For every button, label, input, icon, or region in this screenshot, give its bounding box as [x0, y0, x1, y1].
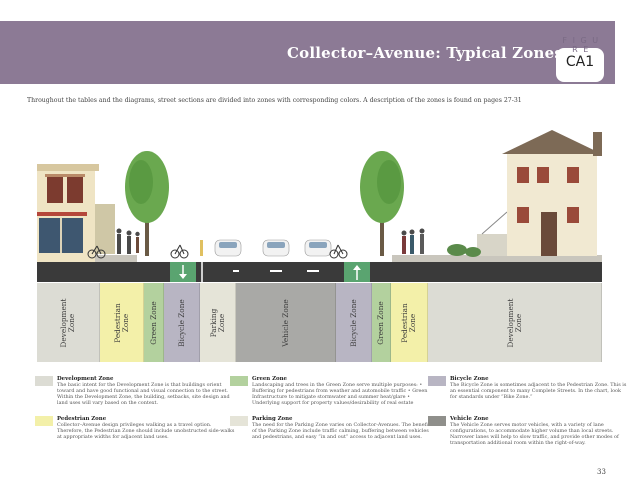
zone-bicycle-right: Bicycle Zone	[336, 283, 372, 362]
legend-title: Vehicle Zone	[450, 416, 489, 422]
legend-swatch	[230, 416, 248, 426]
street-section-illustration	[37, 130, 602, 282]
legend-swatch	[428, 376, 446, 386]
legend-swatch	[35, 376, 53, 386]
figure-code: CA1	[565, 54, 595, 70]
legend-title: Green Zone	[252, 376, 287, 382]
legend-swatch	[230, 376, 248, 386]
zone-label-line: Zone	[408, 313, 417, 332]
tree-right-icon	[360, 151, 404, 256]
zone-label-line: Green Zone	[148, 300, 158, 345]
zone-green-left: Green Zone	[144, 283, 164, 362]
ground-strip	[37, 262, 602, 282]
legend-title: Pedestrian Zone	[57, 416, 107, 422]
legend-text: The Bicycle Zone is sometimes adjacent t…	[450, 382, 627, 401]
bicycle-right-icon	[329, 244, 348, 259]
pedestrians-left-icon	[116, 228, 140, 254]
lane-markings-icon	[170, 262, 370, 282]
figure-label: F I G U R E	[562, 36, 600, 54]
legend-text: The basic intent for the Development Zon…	[57, 382, 230, 407]
header-band	[0, 21, 615, 84]
zone-label-line: Bicycle Zone	[176, 298, 186, 347]
bollard-left-icon	[200, 240, 203, 256]
cars-icon	[214, 239, 332, 257]
legend-title: Development Zone	[57, 376, 114, 382]
zone-label-line: Zone	[216, 313, 226, 332]
building-left-back-icon	[95, 204, 115, 254]
legend-title: Bicycle Zone	[450, 376, 489, 382]
legend-text: Collector–Avenue design privileges walki…	[57, 422, 235, 441]
page-number: 33	[597, 468, 606, 476]
legend-swatch	[428, 416, 446, 426]
zone-label-line: Vehicle Zone	[280, 298, 290, 347]
zone-label-line: Zone	[67, 313, 76, 332]
zone-label-line: Zone	[513, 313, 523, 332]
legend-text: Landscaping and trees in the Green Zone …	[252, 382, 428, 407]
intro-text: Throughout the tables and the diagrams, …	[27, 97, 522, 104]
zone-label-line: Bicycle Zone	[348, 298, 358, 347]
zone-green-right: Green Zone	[372, 283, 391, 362]
legend-text: The Vehicle Zone serves motor vehicles, …	[450, 422, 619, 447]
pedestrians-right-icon	[401, 228, 425, 254]
tree-left-icon	[125, 151, 169, 256]
building-right-icon	[447, 130, 602, 257]
page-title: Collector–Avenue: Typical Zones	[287, 44, 563, 62]
legend-text: The need for the Parking Zone varies on …	[252, 422, 433, 441]
bicycle-left-icon	[87, 244, 189, 259]
building-left-icon	[37, 164, 99, 262]
zone-bicycle-left: Bicycle Zone	[164, 283, 200, 362]
zone-label-line: Green Zone	[376, 300, 385, 345]
zone-vehicle: Vehicle Zone	[236, 283, 336, 362]
legend-title: Parking Zone	[252, 416, 293, 422]
sidewalk-right	[392, 255, 602, 262]
legend-swatch	[35, 416, 53, 426]
zone-label-line: Zone	[120, 313, 130, 332]
figure-badge	[556, 48, 604, 82]
